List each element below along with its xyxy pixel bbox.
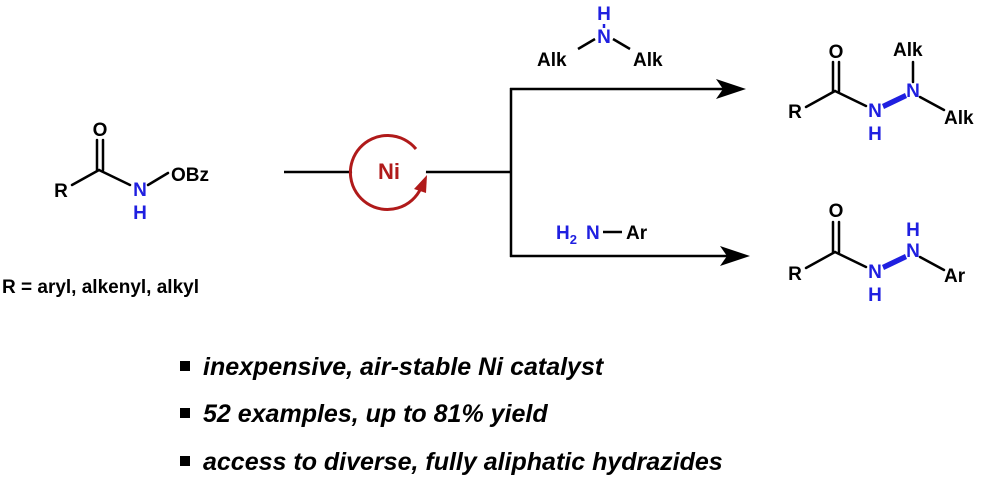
top-product-n2-label: N [906,81,920,102]
top-product-bonds [804,60,946,112]
top-reagent-alk-right: Alk [633,50,663,71]
reactant-structure [70,138,170,187]
catalyst-background [352,134,426,208]
bullet-square-icon [180,456,190,466]
bottom-product-ar-label: Ar [944,266,966,287]
bottom-arrow-head [720,246,750,266]
bottom-product-o-label: O [829,201,844,222]
bottom-reagent-n-label: N [586,223,600,244]
circular-arrow-icon [348,134,423,211]
bullet-square-icon [180,361,190,371]
bottom-product-h1-label: H [868,285,882,306]
reactant-bond-r-c [70,168,101,187]
bottom-product-bond-c-n [833,250,868,269]
reactant-bond-c-n [97,168,132,187]
reactant-r-label: R [54,181,68,202]
top-reagent-alk-left: Alk [537,50,567,71]
bottom-reagent-subscript: 2 [570,232,577,247]
top-product-wedge-bond [882,93,907,109]
top-product-alk-up: Alk [893,40,923,61]
top-product-bond-r-c [804,89,837,109]
top-product-h-label: H [868,124,882,145]
bottom-reagent-h: H [556,223,570,244]
bullet-square-icon [180,408,190,418]
top-arrow-head [716,79,746,99]
top-product-n1-label: N [868,101,882,122]
top-product-alk-down: Alk [944,108,974,129]
top-reagent-n-label: N [597,27,611,48]
top-reagent-bonds [577,24,631,51]
reactant-o-label: O [93,120,108,141]
bottom-product-bonds [804,220,946,272]
bottom-product-bond-r-c [804,250,837,270]
top-reagent-h-label: H [597,4,611,25]
top-reagent-bond-right [612,37,631,51]
highlight-item: access to diverse, fully aliphatic hydra… [203,448,723,476]
top-product-bond-c-n [833,89,868,108]
bottom-reagent-ar-label: Ar [626,223,648,244]
bottom-product-r-label: R [788,264,802,285]
catalyst-label: Ni [378,159,400,184]
bottom-product-n1-label: N [868,262,882,283]
circular-arrow-head [414,175,427,193]
bottom-product-n2-label: N [906,241,920,262]
top-product-r-label: R [788,102,802,123]
reactant-obz-label: OBz [171,165,209,186]
reactant-bond-n-o [146,171,170,187]
bottom-product-bond-n-ar [918,255,946,272]
highlights-list: inexpensive, air-stable Ni catalyst 52 e… [180,353,723,476]
reactant-h-label: H [133,203,147,224]
bottom-reagent-h-label: H2 [556,223,577,247]
highlight-item: inexpensive, air-stable Ni catalyst [203,353,605,381]
top-reagent-bond-left [577,37,596,51]
bottom-product-h2-label: H [906,220,920,241]
top-product-o-label: O [829,42,844,63]
bottom-product-wedge-bond [882,254,907,270]
reactant-n-label: N [133,180,147,201]
top-product-bond-n-alk-down [918,95,946,112]
highlight-item: 52 examples, up to 81% yield [203,400,548,428]
r-group-definition: R = aryl, alkenyl, alkyl [2,277,199,298]
